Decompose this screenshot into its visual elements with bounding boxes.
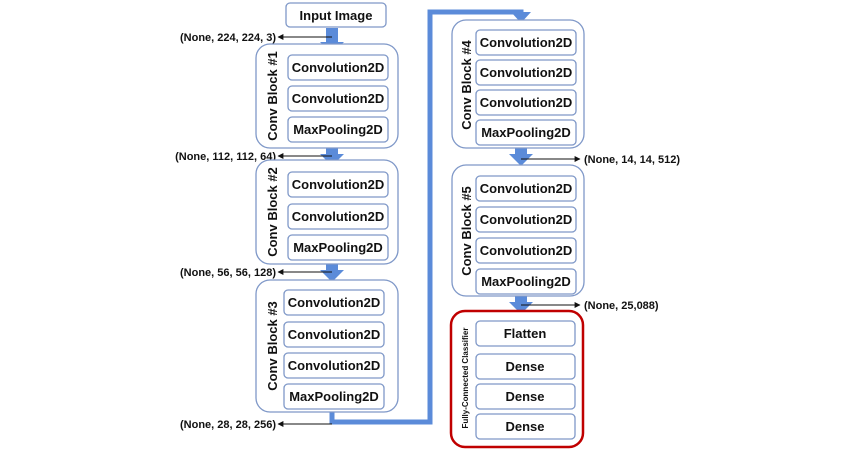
block2-layer-3-box — [287, 234, 389, 261]
block2-layer-1-box — [287, 171, 389, 198]
block4-layer-2-box — [475, 59, 577, 86]
shape-label-block1: (None, 112, 112, 64) — [175, 151, 276, 163]
conv-block-2: Conv Block #2 Convolution2D Convolution2… — [255, 159, 399, 265]
conv-block-3: Conv Block #3 Convolution2D Convolution2… — [255, 279, 399, 413]
block5-layer-4-label: MaxPooling2D — [481, 274, 571, 289]
classifier-layer-3-label: Dense — [505, 389, 544, 404]
flow-head-block2-block3 — [320, 270, 344, 282]
block3-layer-3-box — [283, 352, 385, 379]
classifier-layer-2-label: Dense — [505, 359, 544, 374]
shape-label-input: (None, 224, 224, 3) — [180, 32, 276, 44]
block3-layer-4-box — [283, 383, 385, 410]
classifier-layer-4-label: Dense — [505, 419, 544, 434]
classifier-layer-3-box — [475, 383, 576, 410]
input-image-label: Input Image — [300, 8, 373, 23]
shape-arrows — [277, 34, 581, 427]
classifier-layer-1-label: Flatten — [504, 326, 547, 341]
conv-block-5-title: Conv Block #5 — [459, 186, 474, 276]
block3-layer-1-box — [283, 289, 385, 316]
conv-block-4-title: Conv Block #4 — [459, 39, 474, 129]
block1-layer-3-box — [287, 116, 389, 143]
block4-layer-3-box — [475, 89, 577, 116]
block5-layer-1-box — [475, 175, 577, 202]
block4-layer-1-box — [475, 29, 577, 56]
block1-layer-1-label: Convolution2D — [292, 60, 384, 75]
classifier-title: Fully-Connected Classifier — [461, 328, 470, 429]
block3-layer-2-box — [283, 321, 385, 348]
block3-layer-3-label: Convolution2D — [288, 358, 380, 373]
conv-block-1-title: Conv Block #1 — [265, 51, 280, 141]
block1-layer-1-box — [287, 54, 389, 81]
block4-layer-1-label: Convolution2D — [480, 35, 572, 50]
block4-layer-4-label: MaxPooling2D — [481, 125, 571, 140]
block5-layer-2-label: Convolution2D — [480, 212, 572, 227]
block5-layer-2-box — [475, 206, 577, 233]
block5-layer-3-box — [475, 237, 577, 264]
block4-layer-3-label: Convolution2D — [480, 95, 572, 110]
input-image-node: Input Image — [285, 2, 387, 28]
block1-layer-3-label: MaxPooling2D — [293, 122, 383, 137]
block3-layer-2-label: Convolution2D — [288, 327, 380, 342]
shape-label-block3: (None, 28, 28, 256) — [180, 419, 276, 431]
conv-block-4: Conv Block #4 Convolution2D Convolution2… — [451, 19, 585, 149]
block4-layer-4-box — [475, 119, 577, 146]
shape-label-block4: (None, 14, 14, 512) — [584, 154, 680, 166]
block5-layer-4-box — [475, 268, 577, 295]
block1-layer-2-box — [287, 85, 389, 112]
classifier-layer-2-box — [475, 353, 576, 380]
block1-layer-2-label: Convolution2D — [292, 91, 384, 106]
shape-label-block2: (None, 56, 56, 128) — [180, 267, 276, 279]
conv-block-2-title: Conv Block #2 — [265, 167, 280, 257]
block3-layer-4-label: MaxPooling2D — [289, 389, 379, 404]
block5-layer-1-label: Convolution2D — [480, 181, 572, 196]
classifier-layer-4-box — [475, 413, 576, 440]
flow-head-block3-block4 — [511, 12, 531, 23]
conv-block-1: Conv Block #1 Convolution2D Convolution2… — [255, 43, 399, 149]
block5-layer-3-label: Convolution2D — [480, 243, 572, 258]
conv-block-3-title: Conv Block #3 — [265, 301, 280, 391]
block2-layer-2-box — [287, 203, 389, 230]
block4-layer-2-label: Convolution2D — [480, 65, 572, 80]
classifier-layer-1-box — [475, 320, 576, 347]
block2-layer-1-label: Convolution2D — [292, 177, 384, 192]
fully-connected-classifier: Fully-Connected Classifier Flatten Dense… — [449, 309, 585, 449]
shape-label-block5: (None, 25,088) — [584, 300, 659, 312]
conv-block-5: Conv Block #5 Convolution2D Convolution2… — [451, 164, 585, 297]
flow-head-block4-block5 — [509, 154, 533, 166]
input-image-box — [285, 2, 387, 28]
block2-layer-2-label: Convolution2D — [292, 209, 384, 224]
block2-layer-3-label: MaxPooling2D — [293, 240, 383, 255]
block3-layer-1-label: Convolution2D — [288, 295, 380, 310]
